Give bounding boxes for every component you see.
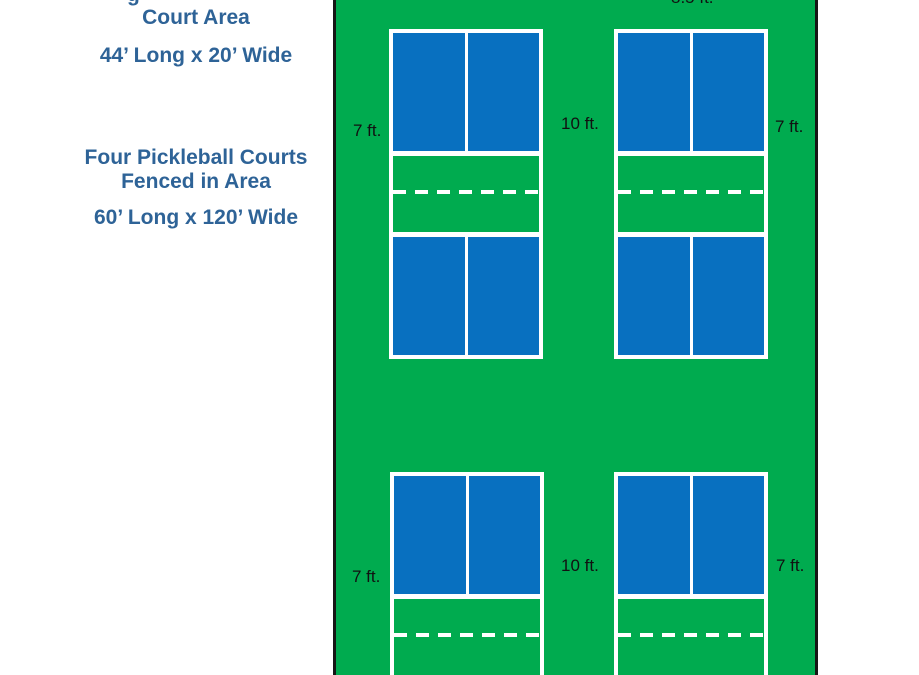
kitchen-line <box>618 232 764 237</box>
pickleball-court-bottom-left <box>390 472 544 675</box>
pickleball-court-top-left <box>389 29 543 359</box>
service-area-top <box>618 476 764 594</box>
non-volley-zone <box>618 156 764 232</box>
court-area-dimensions: 44’ Long x 20’ Wide <box>99 44 293 67</box>
court-centerline <box>465 476 469 594</box>
pickleball-court-bottom-right <box>614 472 768 675</box>
dimension-label-top-court-gap: 10 ft. <box>561 114 599 133</box>
court-centerline <box>689 476 693 594</box>
clipped-text-fragment: g <box>127 0 140 7</box>
kitchen-line <box>618 594 764 599</box>
net-dashed-line <box>618 633 764 637</box>
fenced-area-title-line1: Four Pickleball Courts <box>84 146 308 169</box>
court-centerline <box>464 33 468 151</box>
dimension-label-top-left-margin: 7 ft. <box>353 121 382 140</box>
non-volley-zone <box>394 599 540 675</box>
service-area-top <box>394 476 540 594</box>
court-centerline <box>689 33 693 151</box>
service-area-top <box>618 33 764 151</box>
court-area-title: Court Area <box>142 6 250 29</box>
non-volley-zone <box>618 599 764 675</box>
dimension-label-top-right-margin: 7 ft. <box>775 117 804 136</box>
kitchen-line <box>393 232 539 237</box>
service-area-bottom <box>393 237 539 355</box>
fenced-area-dimensions: 60’ Long x 120’ Wide <box>93 206 299 229</box>
dimension-label-top-clearance: 8.5 ft. <box>671 0 714 7</box>
kitchen-line <box>393 151 539 156</box>
kitchen-line <box>618 151 764 156</box>
dimension-label-bottom-court-gap: 10 ft. <box>561 556 599 575</box>
net-dashed-line <box>393 190 539 194</box>
kitchen-line <box>394 594 540 599</box>
net-dashed-line <box>394 633 540 637</box>
court-centerline <box>689 237 693 355</box>
service-area-top <box>393 33 539 151</box>
fenced-area-title-line2: Fenced in Area <box>121 170 271 193</box>
pickleball-court-top-right <box>614 29 768 359</box>
net-dashed-line <box>618 190 764 194</box>
service-area-bottom <box>618 237 764 355</box>
info-panel: Court Area 44’ Long x 20’ Wide Four Pick… <box>31 6 361 230</box>
dimension-label-bottom-right-margin: 7 ft. <box>776 556 805 575</box>
dimension-label-bottom-left-margin: 7 ft. <box>352 567 381 586</box>
court-centerline <box>464 237 468 355</box>
non-volley-zone <box>393 156 539 232</box>
